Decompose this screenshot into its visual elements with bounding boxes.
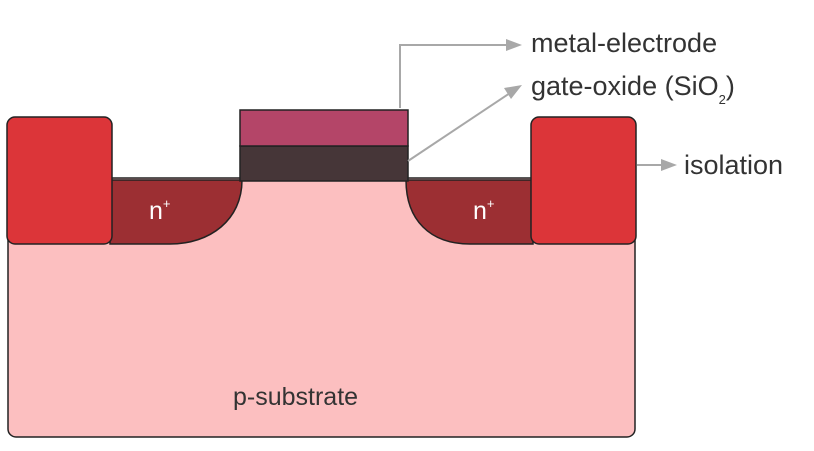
gate-oxide-label: gate-oxide (SiO2): [531, 71, 735, 107]
gate-oxide-arrowhead: [504, 85, 522, 99]
leader-lines: [399, 39, 677, 171]
n-plus-source-base: n: [149, 197, 163, 225]
metal-electrode-layer: [239, 109, 409, 147]
gate-oxide-label-prefix: gate-oxide (SiO: [531, 71, 719, 101]
n-plus-source-sup: +: [163, 196, 171, 211]
n-plus-source-region: [109, 179, 243, 245]
gate-oxide-layer: [239, 145, 409, 182]
gate-oxide-leader: [407, 92, 511, 162]
gate-oxide-label-suffix: ): [726, 71, 735, 101]
p-substrate-label: p-substrate: [233, 383, 358, 411]
n-plus-source-label: n+: [149, 196, 171, 225]
metal-electrode-leader: [399, 44, 508, 108]
n-plus-drain-label: n+: [473, 196, 495, 225]
metal-electrode-arrowhead: [506, 39, 522, 51]
gate-oxide-label-subscript: 2: [719, 92, 726, 107]
isolation-arrowhead: [661, 159, 677, 171]
n-plus-drain-base: n: [473, 197, 487, 225]
isolation-left: [6, 116, 113, 245]
n-plus-drain-region: [405, 179, 534, 245]
isolation-right: [530, 116, 637, 245]
metal-electrode-label: metal-electrode: [531, 28, 717, 58]
isolation-label: isolation: [684, 150, 783, 180]
n-plus-drain-sup: +: [487, 196, 495, 211]
